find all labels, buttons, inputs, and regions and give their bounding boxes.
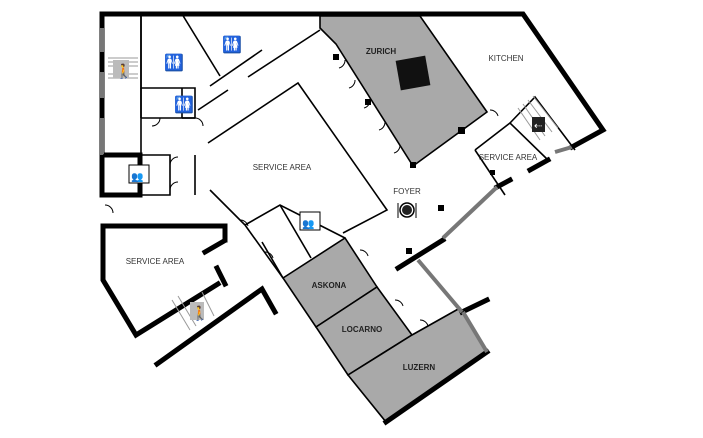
elevator-icon: 👥 👥 xyxy=(128,164,321,231)
windows xyxy=(100,28,573,354)
room-zurich[interactable] xyxy=(319,15,489,168)
svg-text:🚻: 🚻 xyxy=(164,53,184,72)
room-label-zurich: ZURICH xyxy=(366,47,396,56)
room-label-service-area-left: SERVICE AREA xyxy=(126,257,185,266)
interior-walls xyxy=(103,13,576,279)
svg-text:👥: 👥 xyxy=(302,219,314,230)
svg-text:⇠: ⇠ xyxy=(534,121,542,132)
svg-text:🚻: 🚻 xyxy=(174,95,194,114)
room-label-askona: ASKONA xyxy=(312,281,347,290)
room-label-service-area-right: SERVICE AREA xyxy=(479,153,538,162)
dining-icon xyxy=(397,202,417,218)
emergency-exit-icon: 🚶 ⇠ 🚶 xyxy=(113,60,545,322)
svg-text:🚶: 🚶 xyxy=(115,63,132,80)
pillar-icon xyxy=(333,54,495,254)
restroom-icon: 🚻 🚻 🚻 xyxy=(164,35,242,114)
room-label-service-area-main: SERVICE AREA xyxy=(253,163,312,172)
svg-text:👥: 👥 xyxy=(131,172,143,183)
room-label-kitchen: KITCHEN xyxy=(488,54,523,63)
svg-text:🚻: 🚻 xyxy=(222,35,242,54)
zurich-stage xyxy=(395,55,431,91)
room-label-foyer: FOYER xyxy=(393,187,421,196)
room-label-locarno: LOCARNO xyxy=(342,325,382,334)
doors xyxy=(104,59,499,327)
svg-text:🚶: 🚶 xyxy=(191,305,208,322)
room-label-luzern: LUZERN xyxy=(403,363,436,372)
